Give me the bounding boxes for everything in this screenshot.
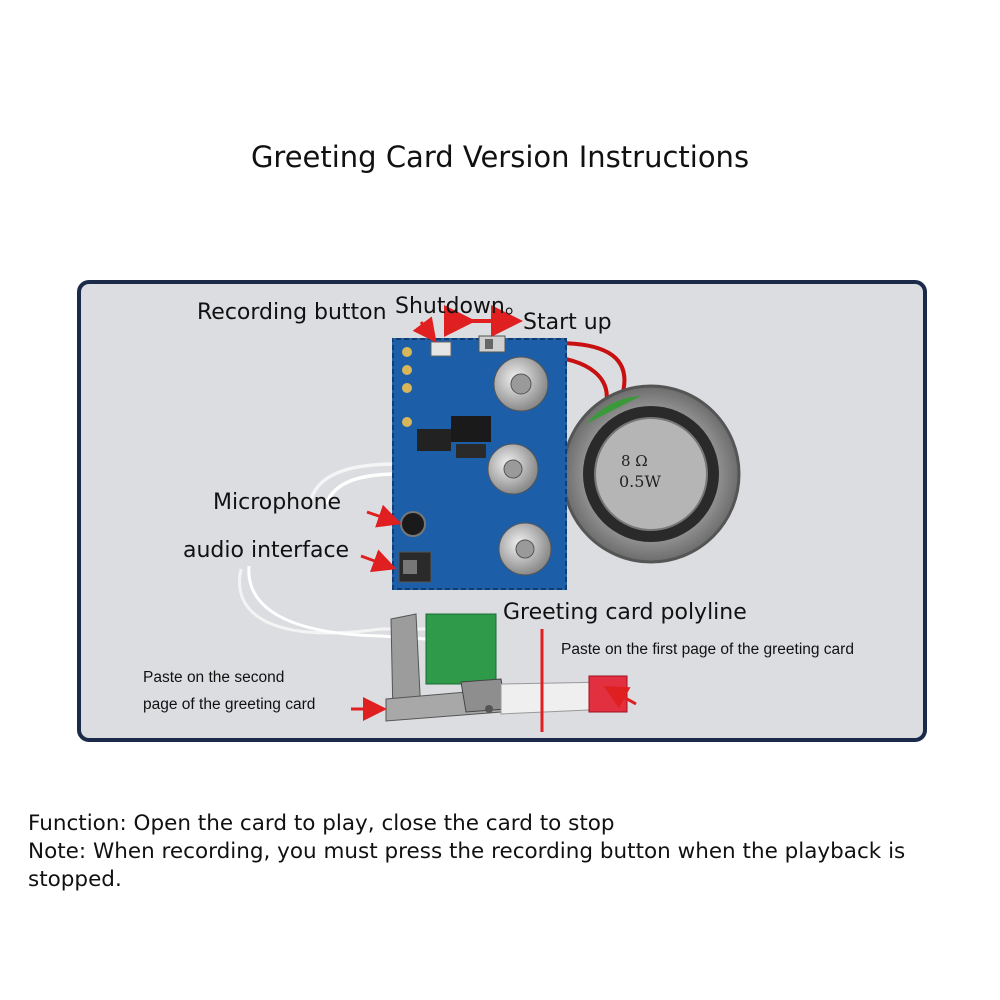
trigger-switch	[385, 613, 507, 722]
label-microphone: Microphone	[213, 490, 342, 515]
speaker-ohm-text: 8 Ω	[621, 452, 648, 470]
flex-wires	[238, 565, 427, 641]
pointer-arrows	[351, 305, 637, 721]
page-title: Greeting Card Version Instructions	[250, 140, 750, 174]
label-greeting-card-polyline: Greeting card polyline	[503, 600, 747, 625]
label-second-page-line2: page of the greeting card	[143, 696, 316, 713]
speaker: 8 Ω 0.5W	[561, 384, 741, 564]
label-recording-button: Recording button	[197, 300, 387, 325]
note-text: Note: When recording, you must press the…	[28, 839, 906, 892]
label-shutdown: Shutdown。	[395, 294, 527, 319]
label-start-up: Start up	[523, 310, 612, 335]
diagram-panel: 8 Ω 0.5W	[77, 280, 927, 742]
label-first-page: Paste on the first page of the greeting …	[561, 641, 854, 658]
diagram-illustration: 8 Ω 0.5W	[238, 305, 741, 732]
label-second-page-line1: Paste on the second	[143, 669, 285, 686]
pcb-board	[392, 335, 567, 590]
label-audio-interface: audio interface	[183, 538, 350, 563]
microphone-wires	[309, 462, 400, 505]
speaker-watt-text: 0.5W	[619, 472, 661, 491]
footer-notes: Function: Open the card to play, close t…	[28, 810, 968, 894]
card-strip	[500, 675, 628, 715]
function-text: Function: Open the card to play, close t…	[28, 811, 615, 836]
